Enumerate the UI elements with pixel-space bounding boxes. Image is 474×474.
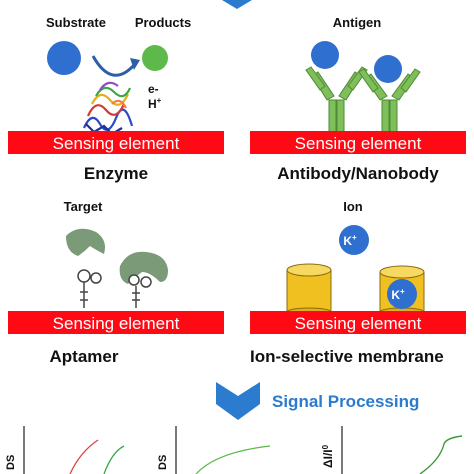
enzyme-protein-icon bbox=[82, 81, 134, 136]
reaction-arrow-icon bbox=[91, 55, 137, 77]
aptamer-panel: Target Sensing element Aptamer bbox=[8, 199, 224, 366]
signal-processing-label: Signal Processing bbox=[272, 392, 419, 411]
target-label: Target bbox=[64, 199, 103, 214]
plot1-red-curve bbox=[69, 439, 99, 474]
substrate-label: Substrate bbox=[46, 15, 106, 30]
enzyme-title: Enzyme bbox=[84, 164, 148, 183]
ion-panel: Ion K+ K+ Sensing element Ion-selective … bbox=[250, 199, 466, 366]
target-blob-1 bbox=[66, 228, 105, 256]
mini-plot-1: DS bbox=[5, 426, 125, 474]
reaction-arrowhead-icon bbox=[130, 58, 140, 70]
plot1-y-label: DS bbox=[5, 455, 17, 470]
antibody-icon-1 bbox=[305, 66, 368, 133]
antibody-title: Antibody/Nanobody bbox=[277, 164, 439, 183]
bound-ion-symbol: K+ bbox=[391, 287, 405, 302]
antigen-ball-1 bbox=[311, 41, 339, 69]
antibody-panel: Antigen Sensing element Antibody/Nanobod… bbox=[250, 15, 466, 183]
enzyme-sensing-label: Sensing element bbox=[53, 134, 180, 153]
ion-title: Ion-selective membrane bbox=[250, 347, 444, 366]
free-ion-ball bbox=[339, 225, 369, 255]
aptamer-strand-icon-2 bbox=[128, 274, 152, 308]
aptamer-strand-icon-1 bbox=[77, 269, 102, 308]
proton-label: H+ bbox=[148, 96, 162, 111]
mini-plots: DS DS ΔI/I0 bbox=[5, 426, 463, 474]
antigen-label: Antigen bbox=[333, 15, 381, 30]
signal-processing-row: Signal Processing bbox=[216, 382, 419, 420]
signal-chevron-icon bbox=[216, 382, 260, 420]
aptamer-sensing-bar bbox=[8, 311, 224, 334]
products-label: Products bbox=[135, 15, 191, 30]
plot2-y-label: DS bbox=[157, 455, 169, 470]
antibody-sensing-label: Sensing element bbox=[295, 134, 422, 153]
top-chevron-icon bbox=[222, 0, 252, 9]
enzyme-sensing-bar bbox=[8, 131, 224, 154]
aptamer-sensing-label: Sensing element bbox=[53, 314, 180, 333]
plot1-green-curve bbox=[103, 445, 125, 474]
antigen-ball-2 bbox=[374, 55, 402, 83]
ion-sensing-label: Sensing element bbox=[295, 314, 422, 333]
aptamer-title: Aptamer bbox=[50, 347, 119, 366]
ion-label: Ion bbox=[343, 199, 363, 214]
plot2-green-curve bbox=[195, 445, 271, 474]
electron-label: e- bbox=[148, 82, 159, 96]
membrane-channel-1 bbox=[286, 263, 332, 317]
free-ion-symbol: K+ bbox=[343, 233, 357, 248]
bound-ion-ball bbox=[387, 279, 417, 309]
product-ball bbox=[142, 45, 168, 71]
enzyme-panel: Substrate Products e- H+ Sensing element… bbox=[8, 15, 224, 183]
plot3-y-label: ΔI/I0 bbox=[321, 444, 335, 468]
mini-plot-3: ΔI/I0 bbox=[321, 426, 463, 474]
plot3-green-curve bbox=[419, 435, 463, 474]
ion-sensing-bar bbox=[250, 311, 466, 334]
mini-plot-2: DS bbox=[157, 426, 271, 474]
antibody-sensing-bar bbox=[250, 131, 466, 154]
substrate-ball bbox=[47, 41, 81, 75]
